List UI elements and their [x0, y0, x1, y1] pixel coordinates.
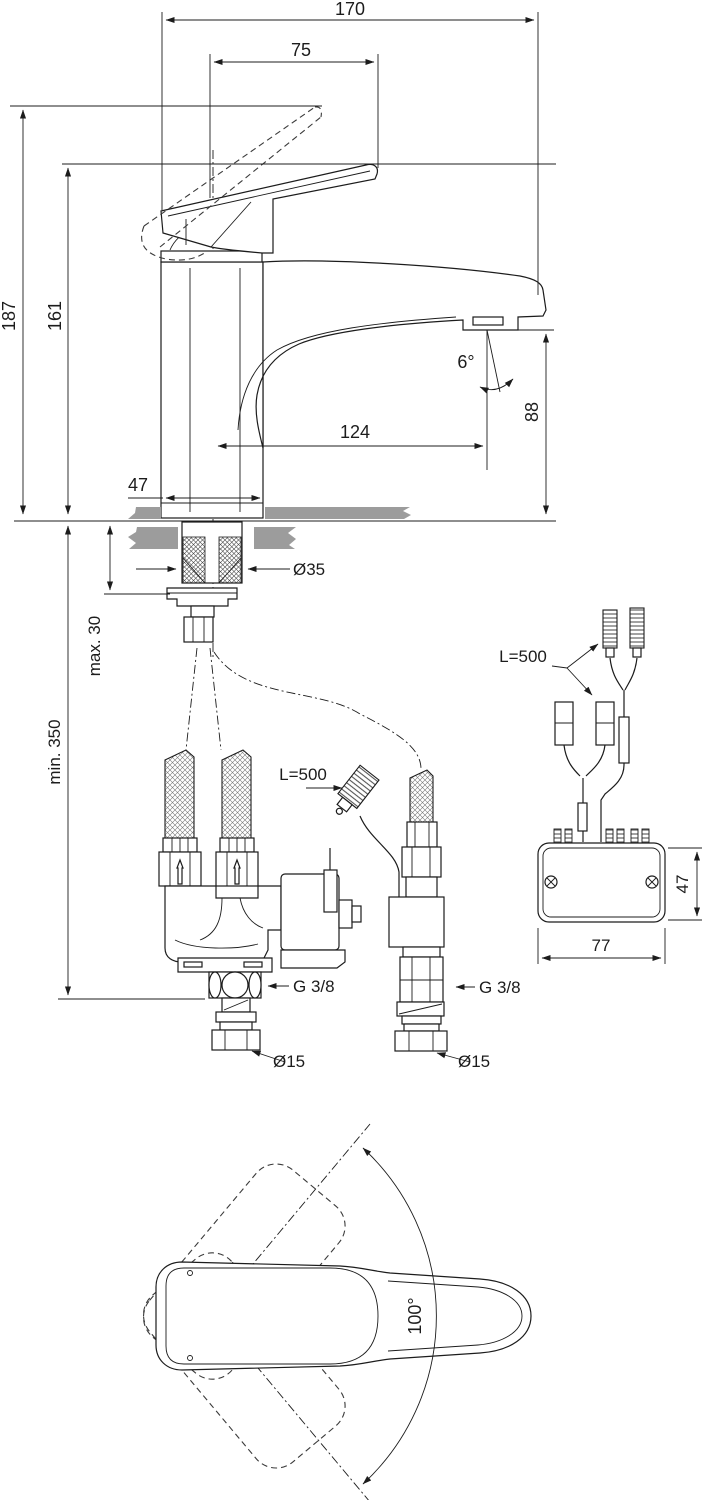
control-box-assembly — [537, 607, 666, 923]
dim-spout-angle: 6° — [457, 329, 514, 470]
dim-sensor-cable-label: L=500 — [279, 765, 327, 784]
dim-base-width-label: 47 — [128, 475, 148, 495]
dim-swivel-angle-label: 100° — [405, 1297, 425, 1334]
dim-box-width: 77 — [537, 928, 666, 964]
dim-box-width-label: 77 — [592, 936, 611, 955]
fixing-nut — [183, 616, 214, 643]
connector-plug-left — [602, 609, 618, 649]
dim-spout-reach: 124 — [217, 422, 484, 450]
dim-max-deck-thickness-label: max. 30 — [85, 616, 104, 676]
dim-hole-diameter-label: Ø35 — [293, 560, 325, 579]
single-valve-assembly — [335, 764, 448, 1052]
faucet-body — [160, 250, 264, 519]
dim-open-height: 187 — [0, 105, 322, 515]
spout-inner-line — [237, 316, 457, 431]
mounting-plate — [166, 587, 238, 607]
dim-closed-height-label: 161 — [45, 301, 65, 331]
dim-handle-depth: 75 — [209, 40, 379, 198]
valve-cartridge-body — [388, 896, 445, 948]
supply-hose-left — [164, 749, 195, 839]
handle-plan-view: 100° — [142, 1123, 532, 1500]
dim-box-cables: L=500 — [499, 643, 599, 696]
aerator — [472, 316, 504, 326]
countertop-deck — [14, 507, 556, 549]
handle-top-view — [155, 1261, 532, 1371]
dim-outlet-height: 88 — [490, 329, 554, 515]
dim-box-height: 47 — [668, 847, 702, 921]
dim-handle-depth-label: 75 — [291, 40, 311, 60]
dim-spout-angle-label: 6° — [457, 352, 474, 372]
compression-nut-left — [211, 1029, 261, 1051]
dim-total-depth: 170 — [161, 0, 539, 295]
connector-plug-right — [629, 607, 645, 649]
supply-hose-middle — [409, 769, 434, 823]
dim-spout-reach-label: 124 — [340, 422, 370, 442]
box-screw-right — [645, 875, 659, 889]
control-box — [537, 842, 666, 923]
dim-closed-height: 161 — [45, 163, 556, 515]
flat-connector-right — [595, 701, 615, 746]
dim-total-depth-label: 170 — [335, 0, 365, 19]
dim-min-clearance-label: min. 350 — [45, 719, 64, 784]
dim-swivel-angle: 100° — [362, 1147, 437, 1485]
flat-connector-left — [554, 701, 574, 746]
dim-min-clearance: min. 350 — [45, 525, 205, 1000]
dim-outlet-height-label: 88 — [522, 402, 542, 422]
flow-arrow-left — [176, 858, 184, 885]
dim-box-cables-label: L=500 — [499, 647, 547, 666]
handle-lever — [160, 163, 379, 254]
dim-hole-diameter: Ø35 — [136, 560, 325, 579]
sensor-cable — [359, 815, 400, 905]
ball-fitting — [221, 971, 249, 999]
dim-open-height-label: 187 — [0, 301, 19, 331]
valve-body — [164, 885, 282, 963]
dim-sensor-cable: L=500 — [279, 765, 343, 792]
plug-cable — [600, 690, 625, 842]
dim-max-deck-thickness: max. 30 — [85, 525, 170, 676]
supply-hose-right — [221, 749, 252, 839]
thread-right-label: G 3/8 — [479, 978, 521, 997]
dim-box-height-label: 47 — [673, 875, 692, 894]
dim-threads: G 3/8 G 3/8 Ø15 Ø15 — [251, 977, 521, 1071]
pipe-right-label: Ø15 — [458, 1052, 490, 1071]
thread-adapter — [399, 956, 444, 1003]
handle-position-up-dashed — [142, 1163, 346, 1380]
box-screw-left — [544, 875, 558, 889]
compression-nut-right — [394, 1030, 448, 1052]
pipe-left-label: Ø15 — [273, 1052, 305, 1071]
sensor-plug — [335, 764, 380, 815]
mixing-valve-assembly — [158, 749, 362, 1051]
spout — [255, 260, 547, 449]
installation-view: Ø35 max. 30 min. 350 — [14, 507, 702, 1071]
flow-arrow-right — [233, 858, 241, 885]
faucet-shank — [166, 521, 243, 643]
thread-left-label: G 3/8 — [293, 977, 335, 996]
handle-raised-dashed — [141, 106, 322, 261]
hose-routing-lines — [185, 647, 422, 769]
dim-base-width: 47 — [128, 475, 261, 502]
faucet-side-view: 170 75 187 161 6° — [0, 0, 556, 658]
